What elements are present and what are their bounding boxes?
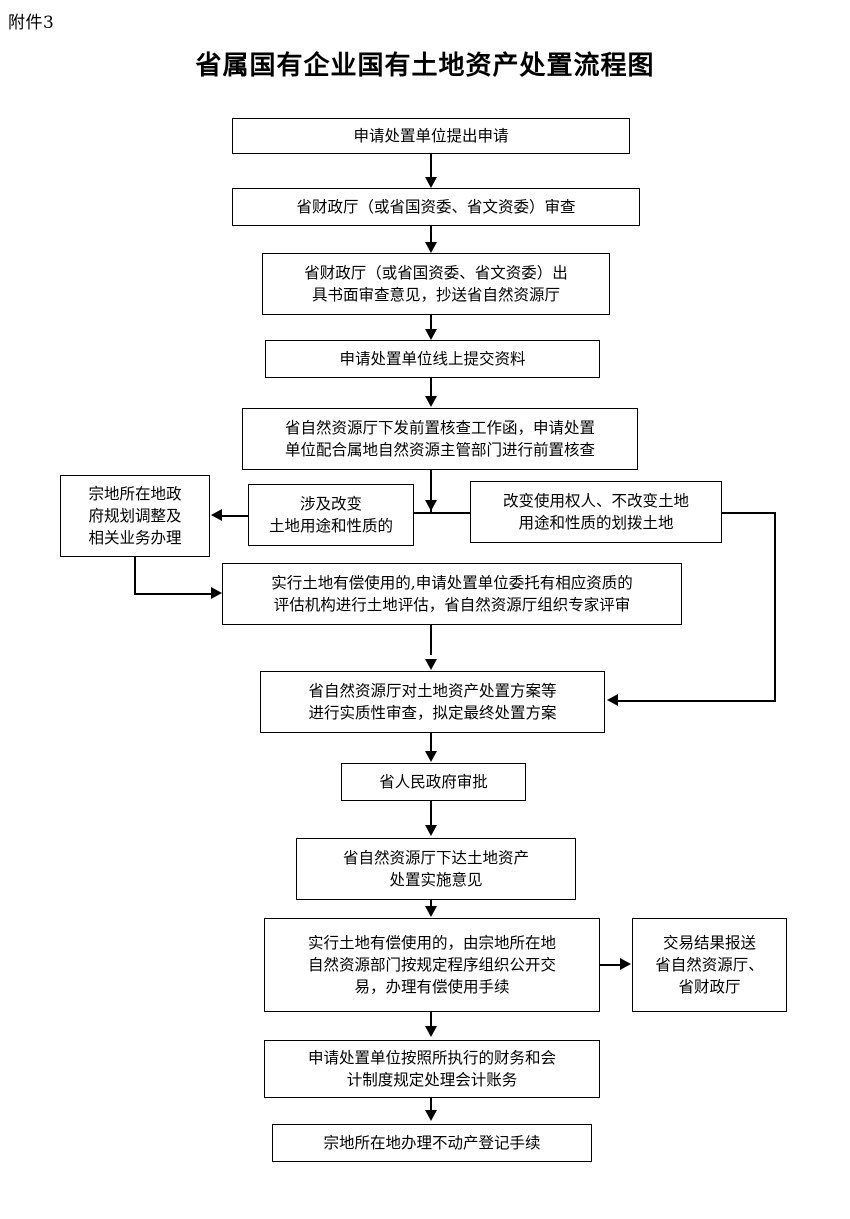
- node-apply-label: 申请处置单位提出申请: [353, 127, 509, 145]
- connector-planadjust-right: [134, 593, 212, 595]
- connector-branchuse-to-planadjust: [222, 515, 250, 517]
- node-pre-check-label: 省自然资源厅下发前置核查工作函，申请处置 单位配合属地自然资源主管部门进行前置核…: [284, 419, 595, 459]
- node-online-submit-label: 申请处置单位线上提交资料: [339, 350, 526, 368]
- node-pre-check[interactable]: 省自然资源厅下发前置核查工作函，申请处置 单位配合属地自然资源主管部门进行前置核…: [242, 408, 638, 470]
- node-branch-change-use[interactable]: 涉及改变 土地用途和性质的: [248, 484, 414, 546]
- attachment-label: 附件3: [8, 13, 55, 33]
- connector-approval-to-implement: [430, 801, 432, 825]
- connector-transaction-to-report: [600, 964, 621, 966]
- arrowhead-branchuse-to-planadjust: [211, 509, 222, 521]
- page-title: 省属国有企业国有土地资产处置流程图: [195, 51, 655, 81]
- node-registration-label: 宗地所在地办理不动产登记手续: [323, 1134, 541, 1152]
- arrowhead-apply-to-finance: [424, 177, 437, 188]
- connector-submit-to-precheck: [430, 378, 432, 398]
- node-written-opinion[interactable]: 省财政厅（或省国资委、省文资委）出 具书面审查意见，抄送省自然资源厅: [262, 253, 610, 315]
- node-substantive-review[interactable]: 省自然资源厅对土地资产处置方案等 进行实质性审查，拟定最终处置方案: [260, 671, 605, 733]
- connector-review-to-approval: [430, 733, 432, 751]
- arrowhead-transaction-to-accounting: [424, 1026, 437, 1037]
- arrowhead-branchholder-to-review: [607, 694, 618, 706]
- arrowhead-opinion-to-submit: [424, 329, 437, 340]
- arrowhead-review-to-approval: [424, 751, 437, 762]
- arrowhead-implement-to-transaction: [424, 906, 437, 917]
- arrowhead-planadjust-to-appraisal: [211, 587, 222, 599]
- node-finance-review-label: 省财政厅（或省国资委、省文资委）审查: [296, 198, 576, 216]
- node-public-transaction[interactable]: 实行土地有偿使用的，由宗地所在地 自然资源部门按规定程序组织公开交 易，办理有偿…: [264, 918, 600, 1012]
- node-appraisal[interactable]: 实行土地有偿使用的,申请处置单位委托有相应资质的 评估机构进行土地评估，省自然资…: [222, 563, 682, 625]
- node-accounting[interactable]: 申请处置单位按照所执行的财务和会 计制度规定处理会计账务: [264, 1040, 600, 1098]
- connector-planadjust-down: [134, 557, 136, 595]
- node-implement-opinion-label: 省自然资源厅下达土地资产 处置实施意见: [342, 849, 529, 889]
- node-report-result-label: 交易结果报送 省自然资源厅、 省财政厅: [655, 934, 764, 996]
- node-public-transaction-label: 实行土地有偿使用的，由宗地所在地 自然资源部门按规定程序组织公开交 易，办理有偿…: [307, 934, 556, 996]
- arrowhead-finance-to-opinion: [424, 242, 437, 253]
- connector-branchholder-down: [774, 512, 776, 702]
- node-written-opinion-label: 省财政厅（或省国资委、省文资委）出 具书面审查意见，抄送省自然资源厅: [304, 264, 568, 304]
- node-registration[interactable]: 宗地所在地办理不动产登记手续: [272, 1124, 592, 1162]
- connector-precheck-to-branch: [430, 470, 432, 512]
- connector-opinion-to-submit: [430, 315, 432, 331]
- node-branch-change-holder-label: 改变使用权人、不改变土地 用途和性质的划拨土地: [502, 492, 689, 532]
- node-gov-approval[interactable]: 省人民政府审批: [341, 763, 526, 801]
- node-report-result[interactable]: 交易结果报送 省自然资源厅、 省财政厅: [632, 918, 787, 1012]
- arrowhead-submit-to-precheck: [424, 396, 437, 407]
- connector-branchholder-right: [722, 512, 776, 514]
- node-plan-adjust[interactable]: 宗地所在地政 府规划调整及 相关业务办理: [60, 475, 210, 557]
- connector-branchholder-to-review: [618, 700, 776, 702]
- connector-apply-to-finance: [430, 154, 432, 179]
- node-appraisal-label: 实行土地有偿使用的,申请处置单位委托有相应资质的 评估机构进行土地评估，省自然资…: [271, 574, 633, 614]
- connector-appraisal-to-review: [430, 625, 432, 655]
- connector-implement-to-transaction: [430, 900, 432, 908]
- node-branch-change-use-label: 涉及改变 土地用途和性质的: [268, 495, 393, 535]
- node-branch-change-holder[interactable]: 改变使用权人、不改变土地 用途和性质的划拨土地: [470, 481, 722, 543]
- arrowhead-appraisal-to-review: [424, 659, 437, 670]
- connector-branch-junction-bar: [414, 512, 470, 514]
- arrowhead-precheck-to-branch: [424, 500, 437, 511]
- node-accounting-label: 申请处置单位按照所执行的财务和会 计制度规定处理会计账务: [307, 1049, 556, 1089]
- node-online-submit[interactable]: 申请处置单位线上提交资料: [265, 340, 600, 378]
- arrowhead-accounting-to-registration: [424, 1110, 437, 1121]
- connector-finance-to-opinion: [430, 226, 432, 244]
- node-plan-adjust-label: 宗地所在地政 府规划调整及 相关业务办理: [88, 485, 182, 547]
- node-implement-opinion[interactable]: 省自然资源厅下达土地资产 处置实施意见: [296, 838, 576, 900]
- arrowhead-approval-to-implement: [424, 825, 437, 836]
- arrowhead-transaction-to-report: [620, 958, 631, 970]
- node-apply[interactable]: 申请处置单位提出申请: [232, 118, 630, 154]
- node-substantive-review-label: 省自然资源厅对土地资产处置方案等 进行实质性审查，拟定最终处置方案: [308, 682, 557, 722]
- node-gov-approval-label: 省人民政府审批: [379, 773, 488, 791]
- connector-accounting-to-registration: [430, 1098, 432, 1110]
- connector-transaction-to-accounting: [430, 1012, 432, 1026]
- node-finance-review[interactable]: 省财政厅（或省国资委、省文资委）审查: [232, 188, 640, 226]
